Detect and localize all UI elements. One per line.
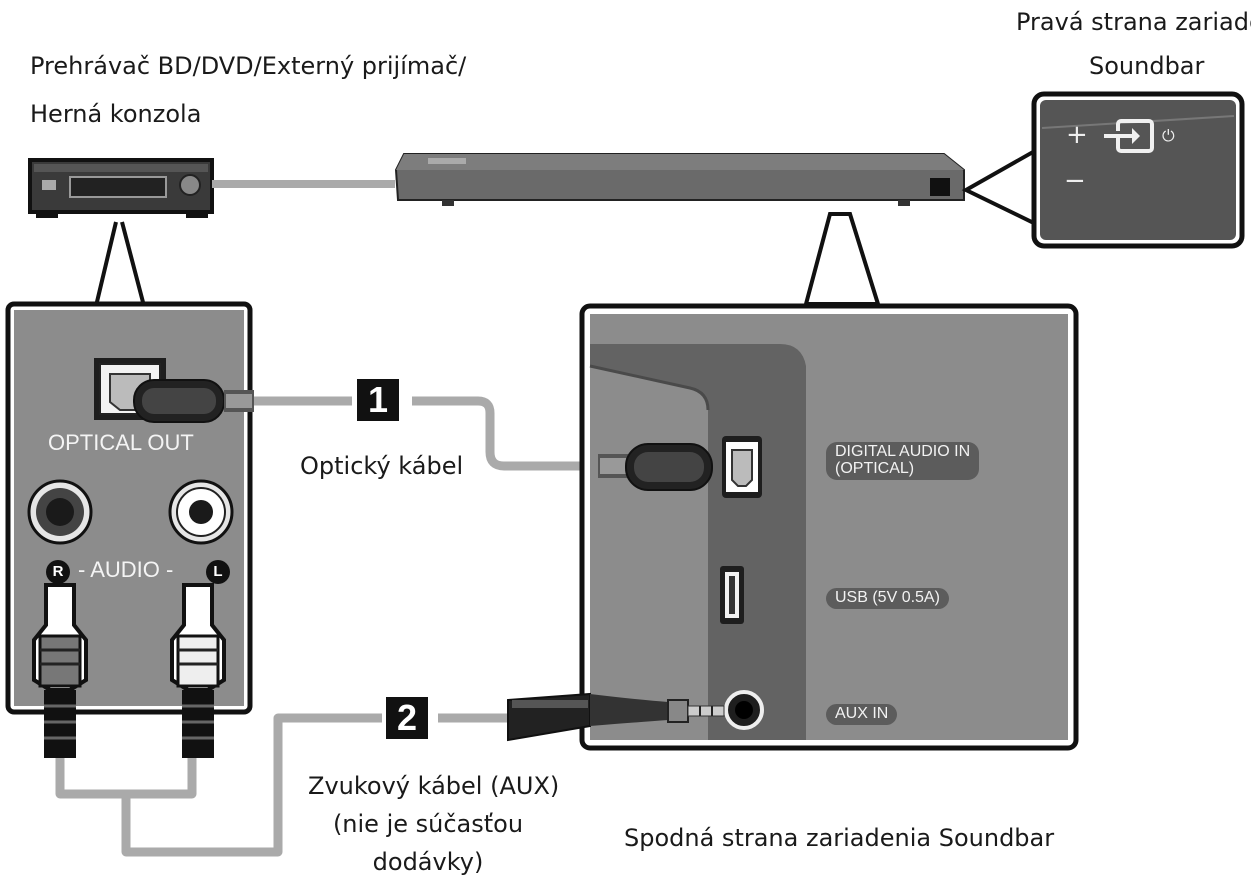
- bd-dvd-player-icon: [28, 158, 214, 218]
- r-badge-text: R: [52, 563, 64, 580]
- audio-r-jack: [27, 479, 93, 545]
- usb-label: USB (5V 0.5A): [826, 588, 949, 609]
- power-icon: ⏻: [1162, 126, 1175, 145]
- aux-in-label: AUX IN: [826, 704, 898, 725]
- optical-out-label: OPTICAL OUT: [48, 430, 194, 455]
- digital-audio-in-label-line1: DIGITAL AUDIO IN: [835, 443, 971, 460]
- source-callout-pointer: [93, 221, 147, 308]
- aux-cable-label-line2: (nie je súčasťou: [332, 810, 524, 838]
- right-side-label-line2: Soundbar: [1089, 52, 1205, 80]
- l-badge: [206, 560, 230, 584]
- digital-audio-in-label-line2: (OPTICAL): [835, 459, 915, 477]
- aux-cable-label: Zvukový kábel (AUX): [308, 772, 560, 800]
- volume-up-icon: +: [1066, 120, 1088, 150]
- aux-cable: [55, 713, 508, 857]
- bottom-side-label: Spodná strana zariadenia Soundbar: [624, 824, 1055, 852]
- optical-cable-label: Optický kábel: [300, 452, 464, 480]
- source-device-label: Prehrávač BD/DVD/Externý prijímač/: [30, 52, 467, 80]
- audio-label: - AUDIO -: [78, 557, 174, 582]
- audio-l-jack: [168, 479, 234, 545]
- input-source-icon: [1104, 119, 1154, 153]
- soundbar-icon: [394, 153, 965, 206]
- rca-plug-right: [32, 583, 88, 758]
- digital-audio-in-port: [722, 436, 762, 498]
- usb-port: [720, 566, 744, 624]
- right-side-panel: [1040, 100, 1236, 240]
- right-side-label: Pravá strana zariaden: [1016, 8, 1251, 36]
- digital-audio-in-label: DIGITAL AUDIO IN (OPTICAL): [826, 442, 980, 480]
- aux-in-port: [724, 690, 764, 730]
- bottom-callout-pointer: [803, 212, 881, 306]
- aux-cable-label-line3: dodávky): [372, 848, 484, 876]
- rca-plug-left: [170, 583, 226, 758]
- optical-plug-source: [133, 379, 254, 423]
- optical-plug-soundbar: [598, 443, 713, 491]
- right-side-callout-pointer: [961, 144, 1042, 230]
- source-device-label-line2: Herná konzola: [30, 100, 202, 128]
- step-1-badge: 1: [357, 379, 399, 421]
- aux-plug: [507, 692, 725, 742]
- step-2-badge: 2: [386, 697, 428, 739]
- l-badge-text: L: [213, 563, 223, 580]
- r-badge: [46, 560, 70, 584]
- volume-down-icon: −: [1064, 166, 1086, 196]
- optical-cable: [254, 396, 598, 471]
